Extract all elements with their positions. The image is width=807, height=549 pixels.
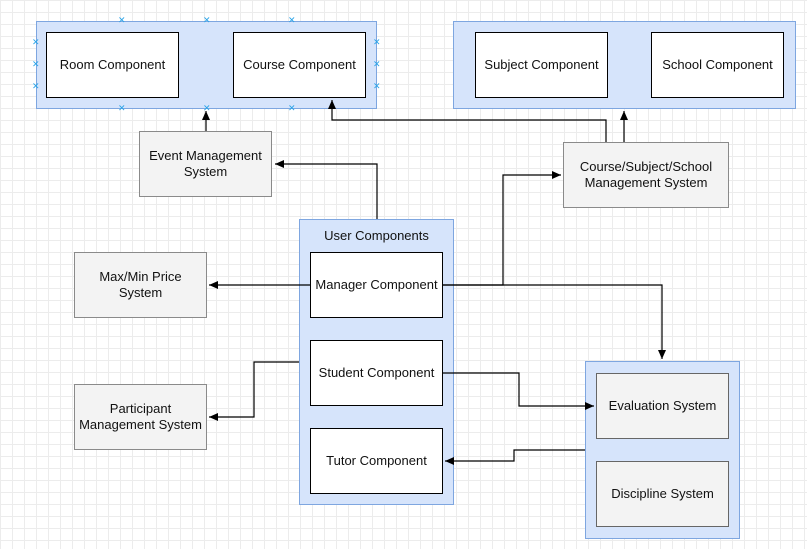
event-management-system-label: Event Management System	[149, 148, 262, 179]
room-component-node[interactable]: Room Component	[46, 32, 179, 98]
x-mark-icon[interactable]: ✕	[32, 81, 40, 91]
room-component-label: Room Component	[59, 57, 166, 72]
student-component-label: Student Component	[318, 365, 435, 380]
event-management-system-node[interactable]: Event Management System	[139, 131, 272, 197]
edge-manager-to-evaluation-group[interactable]	[443, 284, 666, 359]
x-mark-icon[interactable]: ✕	[373, 37, 381, 47]
x-mark-icon[interactable]: ✕	[373, 81, 381, 91]
subject-component-label: Subject Component	[484, 57, 599, 72]
participant-management-system-label: Participant Management System	[79, 401, 202, 432]
tutor-component-node[interactable]: Tutor Component	[310, 428, 443, 494]
x-mark-icon[interactable]: ✕	[118, 103, 126, 113]
manager-component-node[interactable]: Manager Component	[310, 252, 443, 318]
tutor-component-label: Tutor Component	[326, 453, 427, 468]
edge-user-components-to-event[interactable]	[275, 160, 378, 219]
course-subject-school-management-node[interactable]: Course/Subject/School Management System	[563, 142, 729, 208]
course-component-node[interactable]: Course Component	[233, 32, 366, 98]
course-component-label: Course Component	[243, 57, 356, 72]
edge-manager-to-course-subject-school[interactable]	[443, 171, 561, 286]
evaluation-system-label: Evaluation System	[608, 398, 717, 413]
user-components-title: User Components	[324, 228, 429, 243]
x-mark-icon[interactable]: ✕	[203, 103, 211, 113]
edge-course-subject-school-to-course[interactable]	[328, 100, 607, 142]
edge-student-to-evaluation[interactable]	[443, 372, 594, 410]
x-mark-icon[interactable]: ✕	[288, 103, 296, 113]
discipline-system-node[interactable]: Discipline System	[596, 461, 729, 527]
x-mark-icon[interactable]: ✕	[373, 59, 381, 69]
x-mark-icon[interactable]: ✕	[288, 15, 296, 25]
school-component-node[interactable]: School Component	[651, 32, 784, 98]
participant-management-system-node[interactable]: Participant Management System	[74, 384, 207, 450]
x-mark-icon[interactable]: ✕	[32, 37, 40, 47]
edge-user-components-to-participant[interactable]	[209, 361, 299, 421]
edge-evaluation-group-to-tutor[interactable]	[445, 449, 585, 465]
x-mark-icon[interactable]: ✕	[118, 15, 126, 25]
discipline-system-label: Discipline System	[611, 486, 714, 501]
max-min-price-system-label: Max/Min Price System	[99, 269, 182, 300]
student-component-node[interactable]: Student Component	[310, 340, 443, 406]
manager-component-label: Manager Component	[315, 277, 438, 292]
evaluation-system-node[interactable]: Evaluation System	[596, 373, 729, 439]
max-min-price-system-node[interactable]: Max/Min Price System	[74, 252, 207, 318]
course-subject-school-management-label: Course/Subject/School Management System	[579, 159, 713, 190]
school-component-label: School Component	[662, 57, 773, 72]
x-mark-icon[interactable]: ✕	[32, 59, 40, 69]
x-mark-icon[interactable]: ✕	[203, 15, 211, 25]
subject-component-node[interactable]: Subject Component	[475, 32, 608, 98]
